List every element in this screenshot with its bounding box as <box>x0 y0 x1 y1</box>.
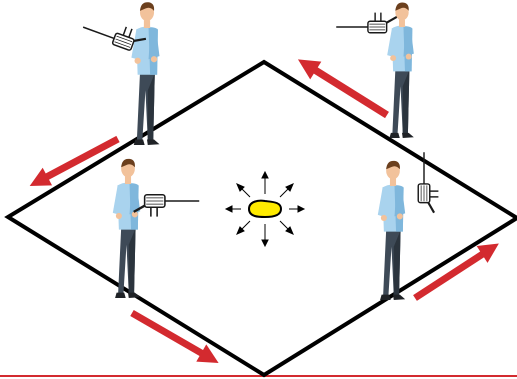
direction-arrow-bottom-left <box>127 304 224 372</box>
operator-right <box>377 151 440 300</box>
direction-arrow-top-left <box>25 130 123 195</box>
operator-top-left <box>79 2 160 145</box>
radiation-arrows <box>224 170 306 248</box>
probe-icon <box>335 11 398 34</box>
sound-source-icon <box>224 170 306 248</box>
operator-top-right <box>335 2 414 139</box>
probe-icon <box>132 193 201 218</box>
measurement-path-outline <box>4 59 517 378</box>
direction-arrow-bottom-right <box>409 235 505 307</box>
operator-left <box>112 158 201 298</box>
